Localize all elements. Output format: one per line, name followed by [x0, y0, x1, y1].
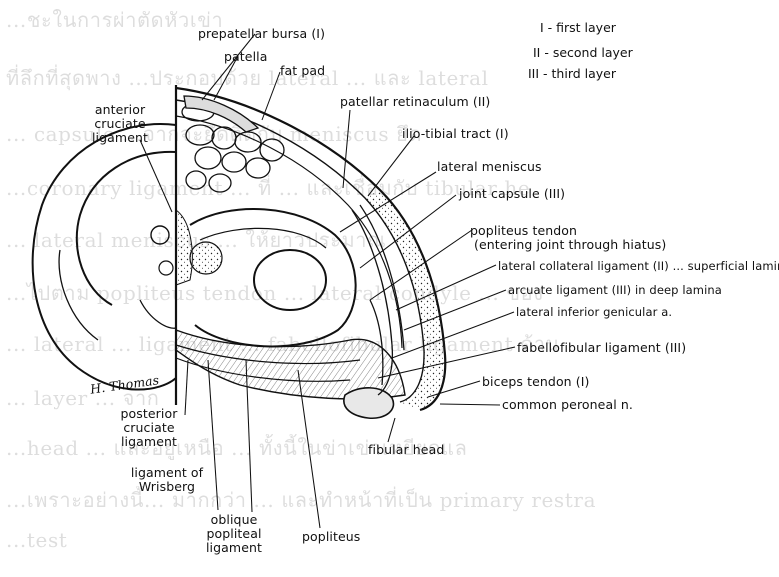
label-fibular-head: fibular head — [368, 443, 444, 457]
label-line: popliteus tendon — [470, 224, 666, 238]
lateral-meniscus-shape — [190, 209, 356, 346]
label-common-peroneal-nerve: common peroneal n. — [502, 398, 633, 412]
label-patella: patella — [224, 50, 268, 64]
label-line: Wrisberg — [108, 480, 226, 494]
femoral-condyle — [33, 124, 176, 389]
acl-shape — [176, 210, 192, 285]
label-line: cruciate — [84, 117, 156, 131]
label-popliteus-tendon: popliteus tendon (entering joint through… — [470, 224, 666, 252]
label-line: (entering joint through hiatus) — [474, 238, 666, 252]
label-arcuate-ligament: arcuate ligament (III) in deep lamina — [508, 283, 722, 297]
label-line: ligament — [84, 131, 156, 145]
fibular-head-shape — [344, 388, 394, 418]
label-line: anterior — [84, 103, 156, 117]
label-joint-capsule: joint capsule (III) — [459, 187, 565, 201]
label-oblique-popliteal-ligament: oblique popliteal ligament — [196, 513, 272, 555]
label-lateral-inferior-genicular: lateral inferior genicular a. — [516, 305, 672, 319]
label-line: cruciate — [104, 421, 194, 435]
label-iliotibial-tract: ilio-tibial tract (I) — [402, 127, 509, 141]
legend-first-layer: I - first layer — [540, 20, 616, 35]
label-patellar-retinaculum: patellar retinaculum (II) — [340, 95, 490, 109]
label-lateral-collateral-ligament: lateral collateral ligament (II) ... sup… — [498, 259, 779, 273]
label-line: popliteal — [196, 527, 272, 541]
label-fat-pad: fat pad — [280, 64, 325, 78]
label-line: posterior — [104, 407, 194, 421]
label-line: ligament — [196, 541, 272, 555]
label-anterior-cruciate-ligament: anterior cruciate ligament — [84, 103, 156, 145]
label-lateral-meniscus: lateral meniscus — [437, 160, 542, 174]
label-line: ligament — [104, 435, 194, 449]
label-ligament-of-wrisberg: ligament of Wrisberg — [108, 466, 226, 494]
legend-third-layer: III - third layer — [528, 66, 616, 81]
label-line: ligament of — [108, 466, 226, 480]
cruciate-dotted — [190, 242, 222, 274]
label-popliteus: popliteus — [302, 530, 360, 544]
label-biceps-tendon: biceps tendon (I) — [482, 375, 590, 389]
label-prepatellar-bursa: prepatellar bursa (I) — [198, 27, 325, 41]
legend-second-layer: II - second layer — [533, 45, 633, 60]
label-posterior-cruciate-ligament: posterior cruciate ligament — [104, 407, 194, 449]
label-line: oblique — [196, 513, 272, 527]
label-fabellofibular-ligament: fabellofibular ligament (III) — [517, 341, 686, 355]
